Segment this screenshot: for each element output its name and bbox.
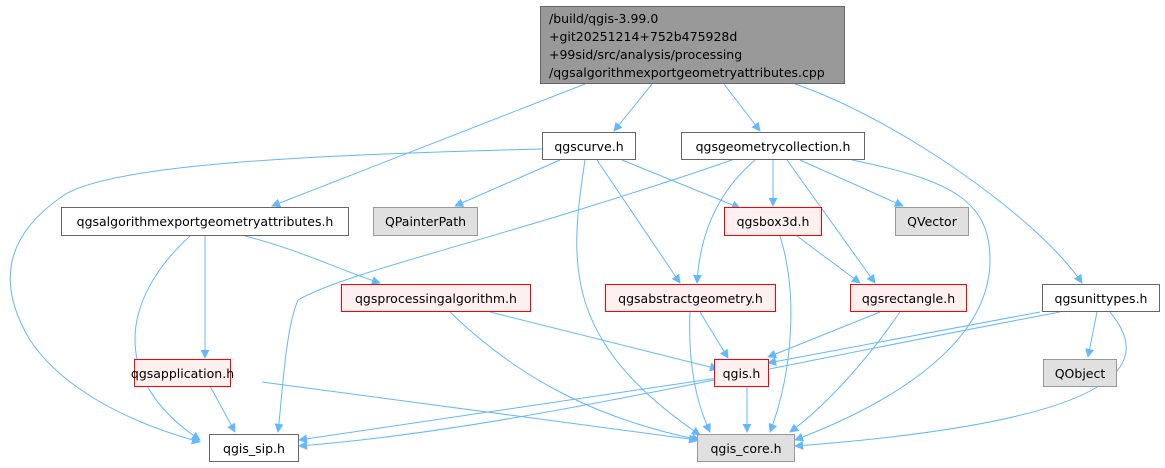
node-qgscurve-h[interactable]: qgscurve.h bbox=[542, 132, 636, 160]
edge-unittypes-qgis-core bbox=[794, 311, 1127, 450]
node-qgsbox3d-h[interactable]: qgsbox3d.h bbox=[724, 207, 822, 236]
node-qgsgeometrycollection-h[interactable]: qgsgeometrycollection.h bbox=[681, 132, 865, 160]
edge-geomcoll-qgsabstractgeometry bbox=[692, 159, 756, 284]
edge-absgeom-qgis-core bbox=[689, 311, 711, 433]
edge-qgscurve-qgsabstractgeometry bbox=[596, 159, 681, 284]
edge-qgscurve-qpainterpath bbox=[454, 159, 561, 207]
edge-geomcoll-qvector bbox=[799, 159, 904, 207]
node-qgis-core-h[interactable]: qgis_core.h bbox=[697, 434, 795, 462]
node-qgis-h[interactable]: qgis.h bbox=[714, 359, 769, 387]
node-qgsrectangle-h[interactable]: qgsrectangle.h bbox=[850, 284, 967, 312]
node-qgis-sip-h[interactable]: qgis_sip.h bbox=[209, 434, 299, 462]
node-qgsabstractgeometry-h[interactable]: qgsabstractgeometry.h bbox=[605, 284, 776, 312]
edge-qgsrectangle-qgis-core bbox=[789, 311, 901, 433]
edge-qgsapplication-qgis-core bbox=[261, 381, 698, 444]
root-path-line: /build/qgis-3.99.0 bbox=[549, 11, 659, 26]
edge-root-qgsgeometrycollection bbox=[723, 83, 761, 132]
edge-absgeom-qgis bbox=[699, 311, 729, 359]
edge-qgsbox3d-qgsrectangle bbox=[796, 235, 861, 284]
root-path-line: /qgsalgorithmexportgeometryattributes.cp… bbox=[549, 65, 825, 80]
node-qgsprocessingalgorithm-h[interactable]: qgsprocessingalgorithm.h bbox=[341, 284, 531, 312]
node-qgsalgorithmexportgeometryattributes-h[interactable]: qgsalgorithmexportgeometryattributes.h bbox=[61, 207, 349, 236]
edge-root-qgscurve bbox=[613, 83, 653, 132]
edge-unittypes-qgis bbox=[767, 311, 1041, 366]
edge-geomcoll-qgis-sip bbox=[274, 159, 733, 433]
edge-procalg-qgis bbox=[489, 311, 719, 372]
edge-qgsapplication-qgis-sip bbox=[209, 385, 236, 433]
edge-qgsrectangle-qgis bbox=[767, 311, 881, 359]
edge-qgis-qgis-sip bbox=[298, 377, 719, 444]
edge-root-qgsunittypes bbox=[794, 83, 1083, 284]
edge-unittypes-qobject bbox=[1085, 311, 1098, 358]
node-qvector[interactable]: QVector bbox=[895, 207, 969, 236]
root-node-qgsalgorithmexportgeometryattributes-cpp[interactable]: /build/qgis-3.99.0 +git20251214+752b4759… bbox=[540, 6, 845, 84]
root-path-line: +99sid/src/analysis/processing bbox=[549, 47, 743, 62]
node-qgsapplication-h[interactable]: qgsapplication.h bbox=[131, 359, 234, 387]
edge-procalg-qgis-core bbox=[449, 311, 701, 443]
edge-algexport-qgis-sip bbox=[134, 235, 201, 441]
edge-geomcoll-qgis-core bbox=[794, 159, 991, 442]
edge-qgscurve-qgis-core bbox=[576, 159, 701, 436]
node-qobject[interactable]: QObject bbox=[1043, 359, 1117, 387]
edge-root-qgsalgorithmexport bbox=[271, 83, 586, 208]
root-path-line: +git20251214+752b475928d bbox=[549, 29, 738, 44]
edge-qgsbox3d-qgis-core bbox=[768, 235, 792, 433]
node-qgsunittypes-h[interactable]: qgsunittypes.h bbox=[1042, 284, 1160, 312]
edge-qgscurve-qgsbox3d bbox=[621, 159, 741, 210]
edge-geomcoll-qgsrectangle bbox=[786, 159, 876, 284]
edge-qgscurve-qgis-sip bbox=[9, 148, 543, 445]
node-qpainterpath[interactable]: QPainterPath bbox=[373, 207, 478, 236]
edge-unittypes-qgis-sip bbox=[298, 311, 1061, 450]
edge-algexport-qgsprocessingalgorithm bbox=[244, 235, 381, 285]
